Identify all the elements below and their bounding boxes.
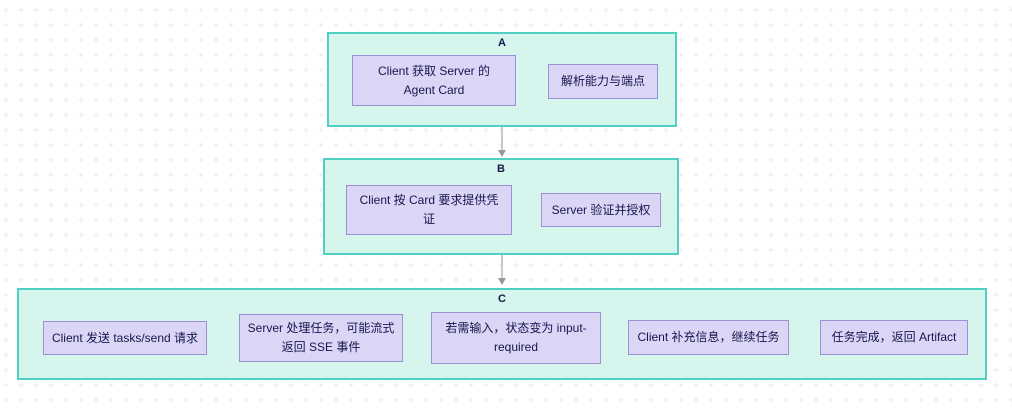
node-text-line: Client 按 Card 要求提供凭 bbox=[359, 193, 499, 207]
subgraph-a-label: A bbox=[498, 37, 506, 49]
subgraph-b: B Client 按 Card 要求提供凭 证 Server 验证并授权 bbox=[323, 158, 679, 255]
node-text-line: Server 验证并授权 bbox=[551, 202, 651, 217]
node-server-authorize: Server 验证并授权 bbox=[541, 193, 661, 227]
node-send-task-request: Client 发送 tasks/send 请求 bbox=[43, 321, 207, 355]
node-text-line: 若需输入，状态变为 input- bbox=[445, 321, 587, 335]
arrow-a-to-b-line bbox=[501, 127, 503, 151]
node-text-line: Client 发送 tasks/send 请求 bbox=[51, 330, 199, 345]
node-process-task-sse: Server 处理任务，可能流式 返回 SSE 事件 bbox=[239, 314, 403, 362]
node-text-line: Client 补充信息，继续任务 bbox=[637, 330, 780, 344]
node-text-line: Agent Card bbox=[403, 82, 465, 97]
node-provide-credentials: Client 按 Card 要求提供凭 证 bbox=[346, 185, 512, 235]
node-text-line: 解析能力与端点 bbox=[560, 74, 645, 88]
node-parse-capabilities: 解析能力与端点 bbox=[548, 64, 658, 99]
arrow-a-to-b-head-icon bbox=[498, 150, 506, 157]
node-input-required: 若需输入，状态变为 input- required bbox=[431, 312, 601, 364]
subgraph-b-label: B bbox=[497, 163, 505, 175]
node-text-line: 任务完成，返回 Artifact bbox=[831, 330, 957, 344]
subgraph-c-label: C bbox=[498, 293, 506, 305]
node-fetch-agent-card: Client 获取 Server 的 Agent Card bbox=[352, 55, 516, 106]
node-text-line: 证 bbox=[422, 212, 435, 226]
subgraph-c: C Client 发送 tasks/send 请求 Server 处理任务，可能… bbox=[17, 288, 987, 380]
arrow-b-to-c-head-icon bbox=[498, 278, 506, 285]
node-text-line: 返回 SSE 事件 bbox=[281, 340, 361, 354]
arrow-b-to-c-line bbox=[501, 255, 503, 279]
node-task-complete-artifact: 任务完成，返回 Artifact bbox=[820, 320, 968, 355]
node-text-line: required bbox=[493, 340, 539, 354]
node-text-line: Server 处理任务，可能流式 bbox=[247, 321, 395, 335]
node-text-line: Client 获取 Server 的 bbox=[377, 63, 491, 78]
subgraph-a: A Client 获取 Server 的 Agent Card 解析能力与端点 bbox=[327, 32, 677, 127]
node-continue-task: Client 补充信息，继续任务 bbox=[628, 320, 789, 355]
